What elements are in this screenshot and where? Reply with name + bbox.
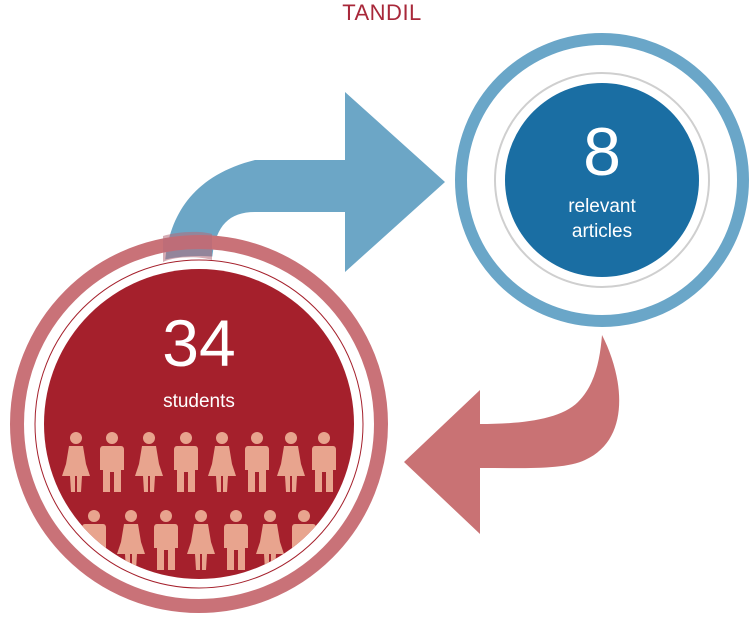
person-icon bbox=[312, 432, 336, 492]
person-icon bbox=[100, 432, 124, 492]
person-icon bbox=[117, 510, 145, 570]
person-icon bbox=[277, 432, 305, 492]
blue-flow-arrow bbox=[164, 92, 445, 300]
person-icon bbox=[208, 432, 236, 492]
students-count: 34 bbox=[162, 306, 236, 380]
articles-label-line2: articles bbox=[571, 221, 633, 242]
students-circle bbox=[10, 235, 388, 613]
red-flow-arrow bbox=[404, 335, 620, 534]
articles-count: 8 bbox=[583, 114, 621, 190]
person-icon bbox=[224, 510, 248, 570]
person-icon bbox=[256, 510, 284, 570]
person-icon bbox=[187, 510, 215, 570]
person-icon bbox=[62, 432, 90, 492]
diagram-title: TANDIL bbox=[342, 0, 422, 25]
arrow-overlap bbox=[163, 231, 212, 262]
person-icon bbox=[154, 510, 178, 570]
person-icon bbox=[174, 432, 198, 492]
articles-circle bbox=[455, 33, 749, 327]
articles-label-line1: relevant bbox=[568, 196, 636, 217]
person-icon bbox=[135, 432, 163, 492]
person-icon bbox=[245, 432, 269, 492]
students-label: students bbox=[163, 391, 235, 412]
